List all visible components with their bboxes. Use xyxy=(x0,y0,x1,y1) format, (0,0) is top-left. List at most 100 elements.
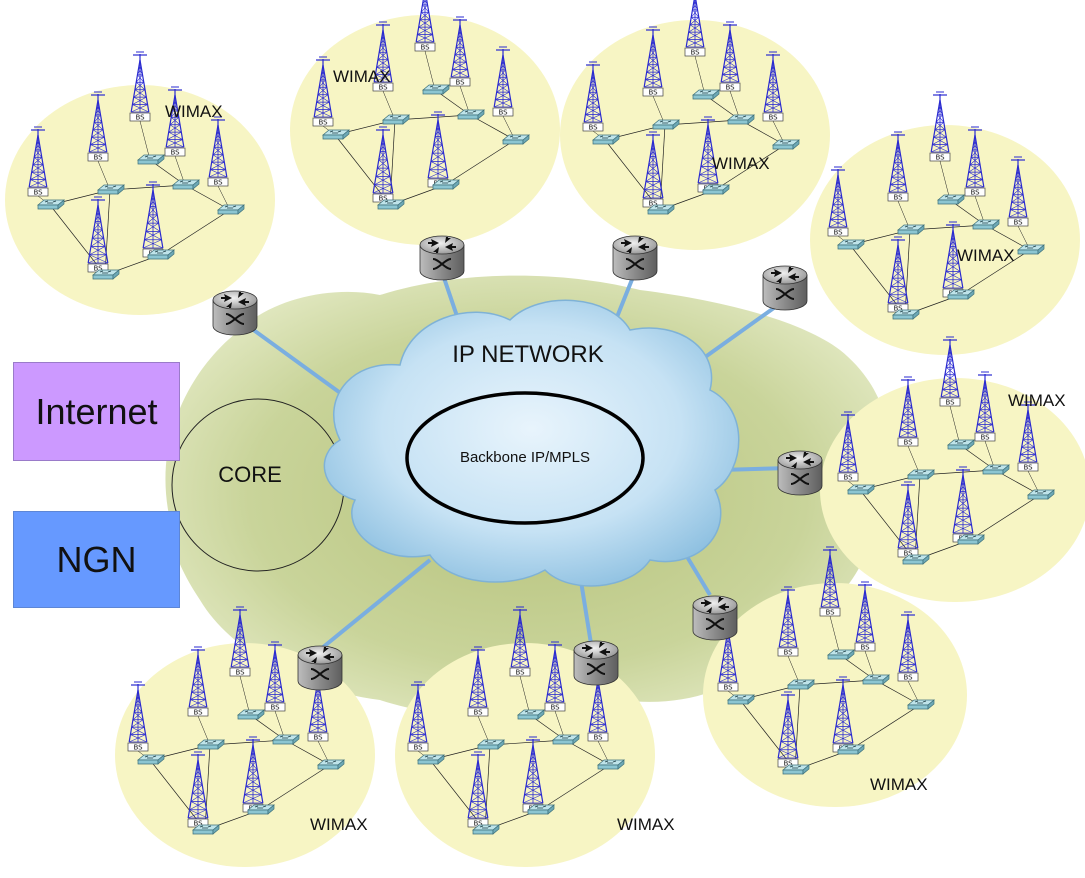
base-station-tower: BS xyxy=(312,56,334,127)
base-station-tower: BS xyxy=(887,236,909,313)
router-bottom-left-icon xyxy=(297,645,343,691)
base-station-tower: BS xyxy=(897,376,919,447)
bs-label: BS xyxy=(318,119,328,127)
bs-label: BS xyxy=(893,305,903,313)
base-station-tower: BS xyxy=(819,546,841,617)
switch-icon xyxy=(37,199,65,210)
bs-label: BS xyxy=(945,399,955,407)
switch-icon xyxy=(197,739,225,750)
bs-label: BS xyxy=(455,79,465,87)
cluster-area-top-center xyxy=(290,15,560,245)
switch-icon xyxy=(782,764,810,775)
base-station-tower: BS xyxy=(372,21,394,92)
switch-icon xyxy=(772,139,800,150)
base-station-tower: BS xyxy=(587,671,609,742)
wimax-label-top-center: WIMAX xyxy=(333,67,391,86)
router-top-center-icon xyxy=(419,235,465,281)
wimax-label-bottom-left: WIMAX xyxy=(310,815,368,834)
bs-label: BS xyxy=(550,704,560,712)
bs-label: BS xyxy=(473,820,483,828)
bs-label: BS xyxy=(1023,464,1033,472)
router-top-left-icon xyxy=(212,290,258,336)
switch-icon xyxy=(147,249,175,260)
base-station-tower: BS xyxy=(264,641,286,712)
switch-icon xyxy=(592,134,620,145)
ip-network-cloud xyxy=(323,299,740,587)
switch-icon xyxy=(322,129,350,140)
cluster-area-top-left xyxy=(5,85,275,315)
bs-label: BS xyxy=(515,669,525,677)
base-station-tower: BS xyxy=(187,646,209,717)
switch-icon xyxy=(472,824,500,835)
bs-label: BS xyxy=(588,124,598,132)
switch-icon xyxy=(982,464,1010,475)
base-station-tower: BS xyxy=(684,0,706,57)
bs-label: BS xyxy=(825,609,835,617)
switch-icon xyxy=(1027,489,1055,500)
bs-label: BS xyxy=(690,49,700,57)
switch-icon xyxy=(247,804,275,815)
bs-label: BS xyxy=(903,550,913,558)
cluster-area-bottom-right xyxy=(703,583,967,807)
switch-icon xyxy=(972,219,1000,230)
bs-label: BS xyxy=(648,89,658,97)
wimax-label-right-upper: WIMAX xyxy=(957,246,1015,265)
wimax-label-top-right: WIMAX xyxy=(712,154,770,173)
base-station-tower: BS xyxy=(164,86,186,157)
bs-label: BS xyxy=(593,734,603,742)
edge-routers xyxy=(212,235,823,691)
bs-label: BS xyxy=(893,194,903,202)
base-station-tower: BS xyxy=(87,91,109,162)
base-station-tower: BS xyxy=(964,126,986,197)
backbone-ring xyxy=(405,391,645,525)
switch-icon xyxy=(862,674,890,685)
base-station-tower: BS xyxy=(187,751,209,828)
base-station-tower: BS xyxy=(87,196,109,273)
bs-label: BS xyxy=(473,709,483,717)
switch-icon xyxy=(137,154,165,165)
core-label: CORE xyxy=(218,462,282,487)
bs-label: BS xyxy=(860,644,870,652)
switch-icon xyxy=(192,824,220,835)
switch-icon xyxy=(907,699,935,710)
router-right-middle-icon xyxy=(777,450,823,496)
switch-icon xyxy=(1017,244,1045,255)
link-bottom-left xyxy=(320,558,432,650)
base-station-tower: BS xyxy=(372,126,394,203)
switch-icon xyxy=(702,184,730,195)
switch-icon xyxy=(957,534,985,545)
bs-label: BS xyxy=(833,229,843,237)
base-station-tower: BS xyxy=(1007,156,1029,227)
bs-label: BS xyxy=(33,189,43,197)
backbone-label: Backbone IP/MPLS xyxy=(460,449,590,466)
router-top-right-icon xyxy=(612,235,658,281)
switch-icon xyxy=(272,734,300,745)
switch-icon xyxy=(727,114,755,125)
link-bottom-center xyxy=(578,574,594,651)
bs-label: BS xyxy=(93,265,103,273)
wimax-label-bottom-right: WIMAX xyxy=(870,775,928,794)
ip-network-label: IP NETWORK xyxy=(452,341,604,368)
switch-icon xyxy=(947,439,975,450)
switch-icon xyxy=(137,754,165,765)
bs-label: BS xyxy=(420,44,430,52)
switch-icon xyxy=(417,754,445,765)
switch-icon xyxy=(422,84,450,95)
bs-label: BS xyxy=(170,149,180,157)
base-station-tower: BS xyxy=(1017,401,1039,472)
cluster-labels: WIMAX WIMAX WIMAX WIMAX WIMAX WIMAX WIMA… xyxy=(165,67,1066,834)
bs-label: BS xyxy=(768,114,778,122)
switch-icon xyxy=(837,744,865,755)
base-station-tower: BS xyxy=(939,336,961,407)
bs-label: BS xyxy=(1013,219,1023,227)
bs-label: BS xyxy=(783,760,793,768)
switch-icon xyxy=(317,759,345,770)
cluster-area-right-middle xyxy=(820,378,1085,602)
base-station-tower: BS xyxy=(762,51,784,122)
